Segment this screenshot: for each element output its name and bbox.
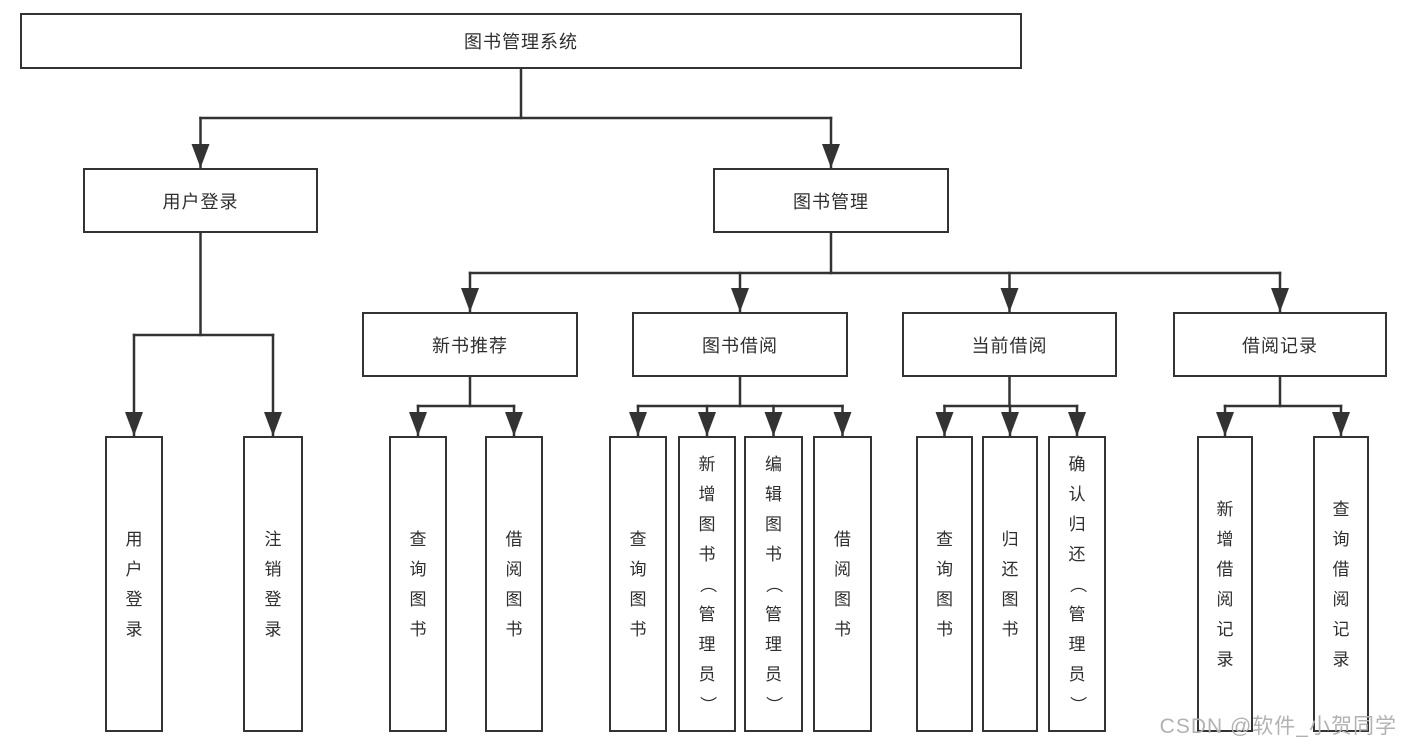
node-login: 用户登录 (83, 168, 318, 233)
node-leaf-logout: 注销登录 (243, 436, 303, 732)
node-mgmt: 图书管理 (713, 168, 949, 233)
node-leaf-user-login: 用户登录 (105, 436, 163, 732)
node-leaf-nb-borrow: 借阅图书 (485, 436, 543, 732)
node-current: 当前借阅 (902, 312, 1117, 377)
node-leaf-bw-borrow: 借阅图书 (813, 436, 872, 732)
node-leaf-cur-confirm: 确认归还（管理员） (1048, 436, 1106, 732)
node-leaf-rec-add: 新增借阅记录 (1197, 436, 1253, 732)
node-leaf-bw-add: 新增图书（管理员） (678, 436, 736, 732)
node-leaf-cur-return: 归还图书 (982, 436, 1038, 732)
node-leaf-bw-edit: 编辑图书（管理员） (744, 436, 803, 732)
node-records: 借阅记录 (1173, 312, 1387, 377)
node-root: 图书管理系统 (20, 13, 1022, 69)
node-newbook: 新书推荐 (362, 312, 578, 377)
node-leaf-bw-query: 查询图书 (609, 436, 667, 732)
watermark: CSDN @软件_小贺同学 (1159, 715, 1397, 738)
node-borrow: 图书借阅 (632, 312, 848, 377)
connector-lines (125, 67, 1350, 437)
node-leaf-nb-query: 查询图书 (389, 436, 447, 732)
node-leaf-cur-query: 查询图书 (916, 436, 973, 732)
node-leaf-rec-query: 查询借阅记录 (1313, 436, 1369, 732)
